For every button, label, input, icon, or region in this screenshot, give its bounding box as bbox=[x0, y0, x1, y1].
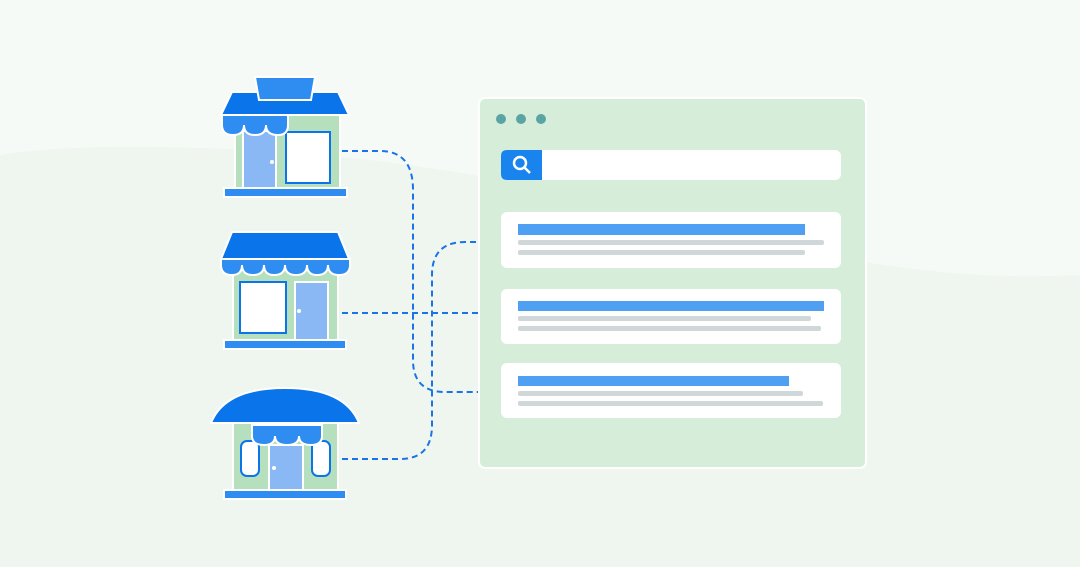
search-result-1[interactable] bbox=[501, 212, 841, 268]
browser-window bbox=[478, 97, 867, 469]
search-button[interactable] bbox=[501, 150, 542, 180]
store-icon bbox=[219, 76, 351, 198]
search-result-2[interactable] bbox=[501, 289, 841, 344]
store-icon bbox=[219, 231, 351, 350]
search-bar[interactable] bbox=[501, 150, 841, 180]
search-result-3[interactable] bbox=[501, 363, 841, 418]
search-icon bbox=[512, 155, 531, 174]
store-icon bbox=[209, 386, 361, 500]
connector-store1-result3 bbox=[342, 150, 500, 393]
connectors bbox=[342, 150, 500, 460]
connector-store3-result1 bbox=[342, 241, 500, 460]
window-dots-icon bbox=[496, 114, 546, 124]
